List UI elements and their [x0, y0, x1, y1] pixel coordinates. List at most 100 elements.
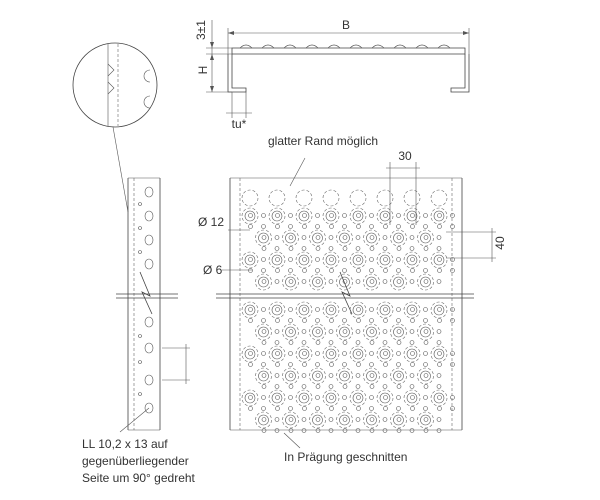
- small-hole: [342, 373, 348, 378]
- dim-30-label: 30: [398, 149, 412, 163]
- small-hole: [355, 428, 361, 433]
- small-hole: [342, 351, 347, 356]
- dimension-40: 40: [446, 228, 507, 262]
- small-hole: [329, 395, 334, 400]
- small-hole: [275, 351, 280, 356]
- embossed-hole: [309, 229, 326, 247]
- embossed-hole: [295, 345, 313, 363]
- embossed-hole: [363, 323, 380, 341]
- small-hole: [437, 224, 442, 229]
- small-hole: [301, 246, 307, 251]
- small-hole: [275, 224, 280, 229]
- small-hole: [383, 395, 388, 400]
- small-hole: [261, 373, 267, 378]
- small-hole: [409, 246, 415, 251]
- small-hole: [288, 235, 294, 240]
- embossed-hole: [336, 229, 353, 247]
- small-hole: [302, 406, 307, 411]
- small-hole: [288, 340, 294, 345]
- small-hole: [288, 307, 293, 312]
- small-hole: [302, 213, 307, 218]
- edge-hole-outline: [322, 189, 340, 207]
- perforated-plate: [216, 177, 474, 431]
- embossed-hole: [430, 389, 448, 407]
- embossed-hole: [309, 273, 326, 291]
- small-hole: [396, 395, 401, 400]
- small-hole: [369, 213, 374, 218]
- small-hole: [436, 329, 442, 334]
- small-hole: [382, 373, 388, 378]
- edge-hole-outline: [295, 189, 313, 207]
- small-hole: [274, 246, 280, 251]
- small-hole: [261, 235, 267, 240]
- slot-note: LL 10,2 x 13 auf gegenüberliegender Seit…: [82, 437, 196, 485]
- embossed-hole: [241, 301, 259, 319]
- small-hole: [369, 307, 374, 312]
- embossed-hole: [376, 389, 394, 407]
- small-hole: [301, 235, 307, 240]
- small-hole: [409, 417, 415, 422]
- embossed-hole: [336, 273, 353, 291]
- small-hole: [383, 406, 388, 411]
- small-hole: [383, 268, 388, 273]
- small-hole: [369, 235, 375, 240]
- small-hole: [328, 340, 334, 345]
- small-hole: [315, 417, 321, 422]
- small-hole: [275, 213, 280, 218]
- small-hole: [302, 307, 307, 312]
- small-hole: [301, 384, 307, 389]
- small-hole: [436, 279, 442, 284]
- small-hole: [356, 307, 361, 312]
- dim-3-label: 3±1: [194, 20, 208, 40]
- embossed-hole: [376, 251, 394, 269]
- small-hole: [275, 318, 280, 323]
- embossed-hole: [322, 389, 340, 407]
- cut-in-embossing-label: In Prägung geschnitten: [284, 450, 407, 464]
- edge-hole-outline: [268, 189, 286, 207]
- small-hole: [356, 395, 361, 400]
- embossed-hole: [268, 251, 286, 269]
- small-hole: [248, 318, 253, 323]
- small-hole: [328, 373, 334, 378]
- embossed-hole: [295, 251, 313, 269]
- edge-hole-outline: [430, 189, 448, 207]
- embossed-hole: [255, 411, 272, 429]
- small-hole: [410, 318, 415, 323]
- small-hole: [369, 428, 375, 433]
- embossed-hole: [363, 273, 380, 291]
- small-hole: [302, 351, 307, 356]
- small-hole: [315, 362, 320, 367]
- embossed-hole: [268, 389, 286, 407]
- small-hole: [356, 318, 361, 323]
- dim-h-label: H: [196, 66, 210, 75]
- small-hole: [396, 340, 402, 345]
- small-hole: [248, 213, 253, 218]
- small-hole: [356, 362, 361, 367]
- small-hole: [315, 268, 320, 273]
- embossed-hole: [403, 301, 421, 319]
- small-hole: [261, 224, 266, 229]
- embossed-hole: [241, 345, 259, 363]
- detail-magnifier: [72, 42, 158, 213]
- embossed-hole: [417, 367, 434, 385]
- dimension-tu: tu*: [226, 92, 252, 131]
- small-hole: [436, 384, 442, 389]
- slot-note-line1: LL 10,2 x 13 auf: [82, 437, 168, 451]
- small-hole: [328, 235, 334, 240]
- small-hole: [288, 268, 293, 273]
- small-hole: [409, 329, 415, 334]
- small-hole: [409, 340, 415, 345]
- small-hole: [261, 213, 266, 218]
- small-hole: [274, 417, 280, 422]
- small-hole: [342, 329, 348, 334]
- small-hole: [274, 329, 280, 334]
- small-hole: [450, 395, 455, 400]
- embossed-hole: [336, 367, 353, 385]
- smooth-edge-callout: glatter Rand möglich: [268, 134, 378, 187]
- small-hole: [450, 307, 455, 312]
- small-hole: [423, 329, 429, 334]
- embossed-hole: [336, 323, 353, 341]
- small-hole: [409, 384, 415, 389]
- small-hole: [369, 406, 374, 411]
